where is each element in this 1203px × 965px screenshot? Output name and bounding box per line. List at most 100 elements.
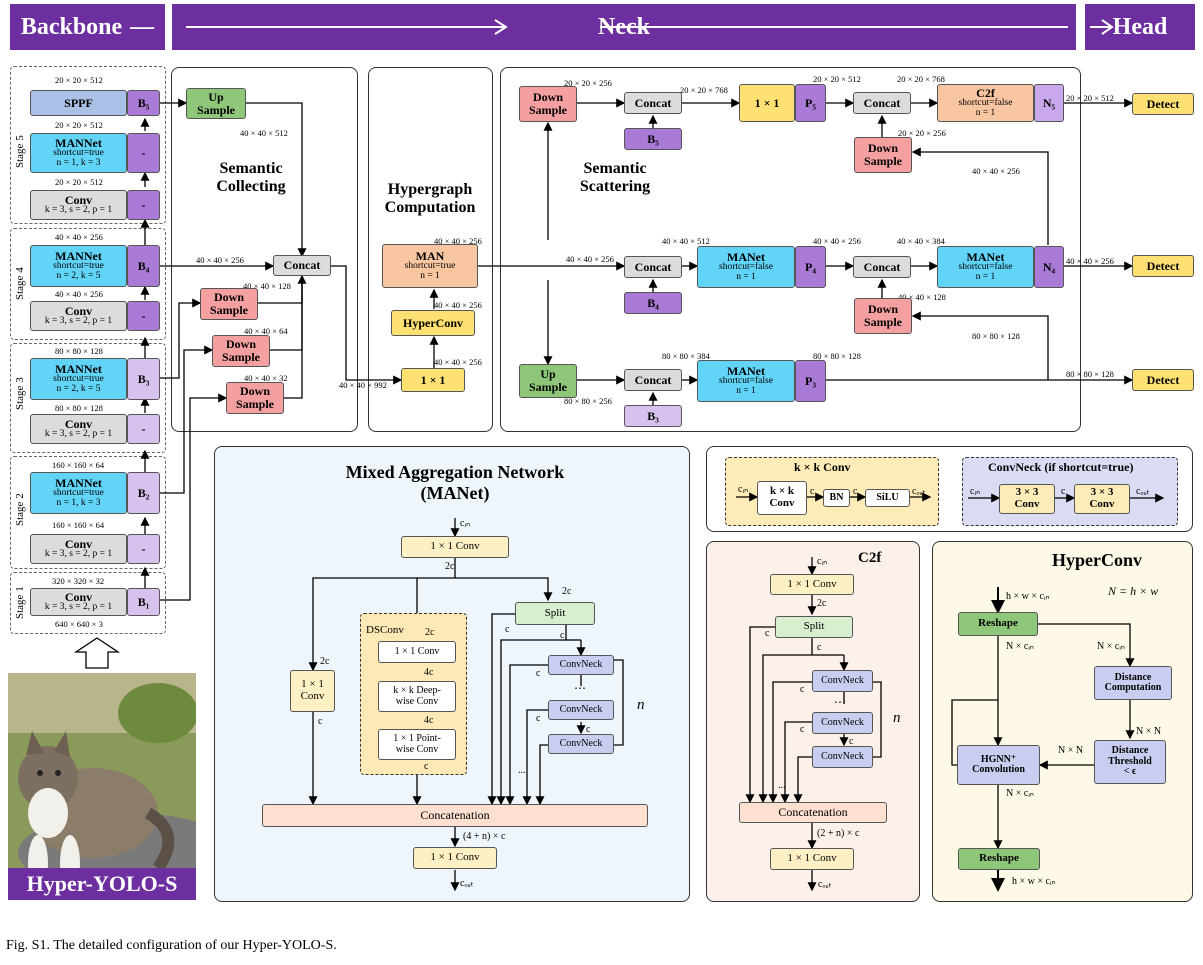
convneck-conv-line2: Conv (1014, 498, 1040, 510)
manet-stage4-title: MANNet (55, 248, 102, 263)
conv-stage3: Conv k = 3, s = 2, p = 1 (30, 414, 127, 444)
manet-stage3-title: MANNet (55, 361, 102, 376)
input-image (8, 673, 196, 899)
c2f-detail-title: C2f (858, 550, 882, 566)
channel-label: c (318, 716, 323, 727)
cout-label: cₒᵤₜ (912, 486, 926, 497)
c2f-concatenation: Concatenation (739, 802, 887, 823)
convneck-conv-line1: 3 × 3 (1015, 486, 1039, 499)
downsample-3: Down Sample (226, 382, 284, 414)
threshold-line3: < ϵ (1123, 766, 1137, 778)
conv-stage5: Conv k = 3, s = 2, p = 1 (30, 190, 127, 220)
semantic-scattering-panel (500, 67, 1081, 432)
dim-label: 80 × 80 × 128 (55, 403, 103, 413)
channel-label: 2c (320, 656, 330, 667)
detect-top[interactable]: Detect (1132, 93, 1194, 115)
dim-label: 80 × 80 × 384 (662, 351, 710, 361)
dim-label: 40 × 40 × 256 (434, 236, 482, 246)
manet-p4-params: n = 1 (736, 272, 756, 283)
manet-stage2-title: MANNet (55, 475, 102, 490)
one-by-one-block: 1 × 1 (401, 368, 465, 392)
dim-label: 40 × 40 × 256 (566, 254, 614, 264)
head-label: Head (1112, 13, 1168, 40)
man-title: MAN (415, 248, 445, 263)
dsconv-label: DSConv (366, 624, 404, 636)
kxk-def-title: k × k Conv (794, 460, 851, 474)
downsample-label: Down Sample (863, 141, 902, 168)
cat-photo-icon (8, 673, 196, 899)
manet-p4-title: MANet (727, 249, 765, 264)
b3-input: B₃ (624, 405, 682, 427)
channel-label: 4c (424, 715, 434, 726)
upsample-label: Up Sample (528, 367, 567, 394)
shape-label: N × cᵢₙ (1006, 788, 1034, 799)
c2f-split: Split (775, 616, 853, 638)
manet-stage5-title: MANNet (55, 135, 102, 150)
b5-node: B₅ (127, 90, 160, 116)
manet-stage3: MANNet shortcut=true n = 2, k = 5 (30, 358, 127, 400)
distance-computation: Distance Computation (1094, 666, 1172, 700)
dim-label: 80 × 80 × 128 (1066, 369, 1114, 379)
manet-n4: MANet shortcut=false n = 1 (937, 246, 1034, 288)
hgnn-convolution: HGNN⁺ Convolution (957, 745, 1040, 785)
detect-mid[interactable]: Detect (1132, 255, 1194, 277)
manet-p3-shortcut: shortcut=false (719, 376, 773, 387)
man-block: MAN shortcut=true n = 1 (382, 244, 478, 288)
manet-p3: MANet shortcut=false n = 1 (697, 360, 795, 402)
manet-p3-title: MANet (727, 363, 765, 378)
title-line: Collecting (216, 178, 286, 195)
channel-label: c (505, 624, 510, 635)
dim-label: 640 × 640 × 3 (55, 619, 103, 629)
b1-node: B₁ (127, 588, 160, 616)
downsample-label: Down Sample (528, 90, 567, 117)
n5-node: N₅ (1034, 84, 1064, 122)
detect-bottom[interactable]: Detect (1132, 369, 1194, 391)
dim-label: 20 × 20 × 256 (564, 78, 612, 88)
dim-label: 40 × 40 × 128 (898, 292, 946, 302)
channel-label: 2c (445, 561, 455, 572)
convneck-conv-line1: 3 × 3 (1090, 486, 1114, 499)
dim-label: 320 × 320 × 32 (52, 576, 105, 586)
channel-label: c (536, 713, 541, 724)
dim-label: 40 × 40 × 64 (244, 326, 288, 336)
reshape-in: Reshape (958, 612, 1038, 636)
b2-node: B₂ (127, 472, 160, 514)
downsample-right-mid: Down Sample (854, 298, 912, 334)
convneck-def-group (962, 457, 1178, 526)
channel-label: c (1061, 486, 1066, 497)
conv-stage3-title: Conv (64, 416, 93, 431)
dim-label: 20 × 20 × 512 (55, 75, 103, 85)
dim-label: 40 × 40 × 256 (972, 166, 1020, 176)
dim-label: 40 × 40 × 512 (240, 128, 288, 138)
hyperconv-panel (932, 541, 1193, 902)
dim-label: 40 × 40 × 384 (897, 236, 945, 246)
manet-convneck-1: ConvNeck (548, 655, 614, 675)
manet-split: Split (515, 602, 595, 625)
dsconv-depthwise-line2: wise Conv (395, 695, 439, 707)
title-line: Computation (384, 199, 476, 216)
shape-label: N × cᵢₙ (1097, 641, 1125, 652)
conv-stage3-params: k = 3, s = 2, p = 1 (44, 429, 113, 440)
semantic-scattering-title: Semantic Scattering (560, 160, 670, 196)
dim-label: 40 × 40 × 256 (55, 232, 103, 242)
channel-label: 2c (425, 627, 435, 638)
channel-label: c (849, 736, 854, 747)
output-shape-label: h × w × cᵢₙ (1012, 876, 1056, 887)
dsconv-depthwise-line1: k × k Deep- (393, 685, 441, 696)
p4-node: P₄ (795, 246, 826, 288)
cout-label: cₒᵤₜ (818, 879, 832, 890)
conv-stage4-params: k = 3, s = 2, p = 1 (44, 316, 113, 327)
dim-label: 40 × 40 × 128 (243, 281, 291, 291)
ellipsis: ... (778, 780, 786, 791)
conv-stage1: Conv k = 3, s = 2, p = 1 (30, 588, 127, 616)
convneck-conv-line2: Conv (1089, 498, 1115, 510)
backbone-label: Backbone (20, 13, 123, 40)
title-line: Semantic (583, 160, 647, 177)
cin-label: cᵢₙ (460, 518, 471, 529)
hyperconv-formula: N = h × w (1108, 584, 1159, 598)
model-name-banner: Hyper-YOLO-S (8, 868, 196, 900)
conv-stage5-params: k = 3, s = 2, p = 1 (44, 205, 113, 216)
cin-label: cᵢₙ (738, 484, 749, 495)
stage2-group (10, 456, 166, 569)
